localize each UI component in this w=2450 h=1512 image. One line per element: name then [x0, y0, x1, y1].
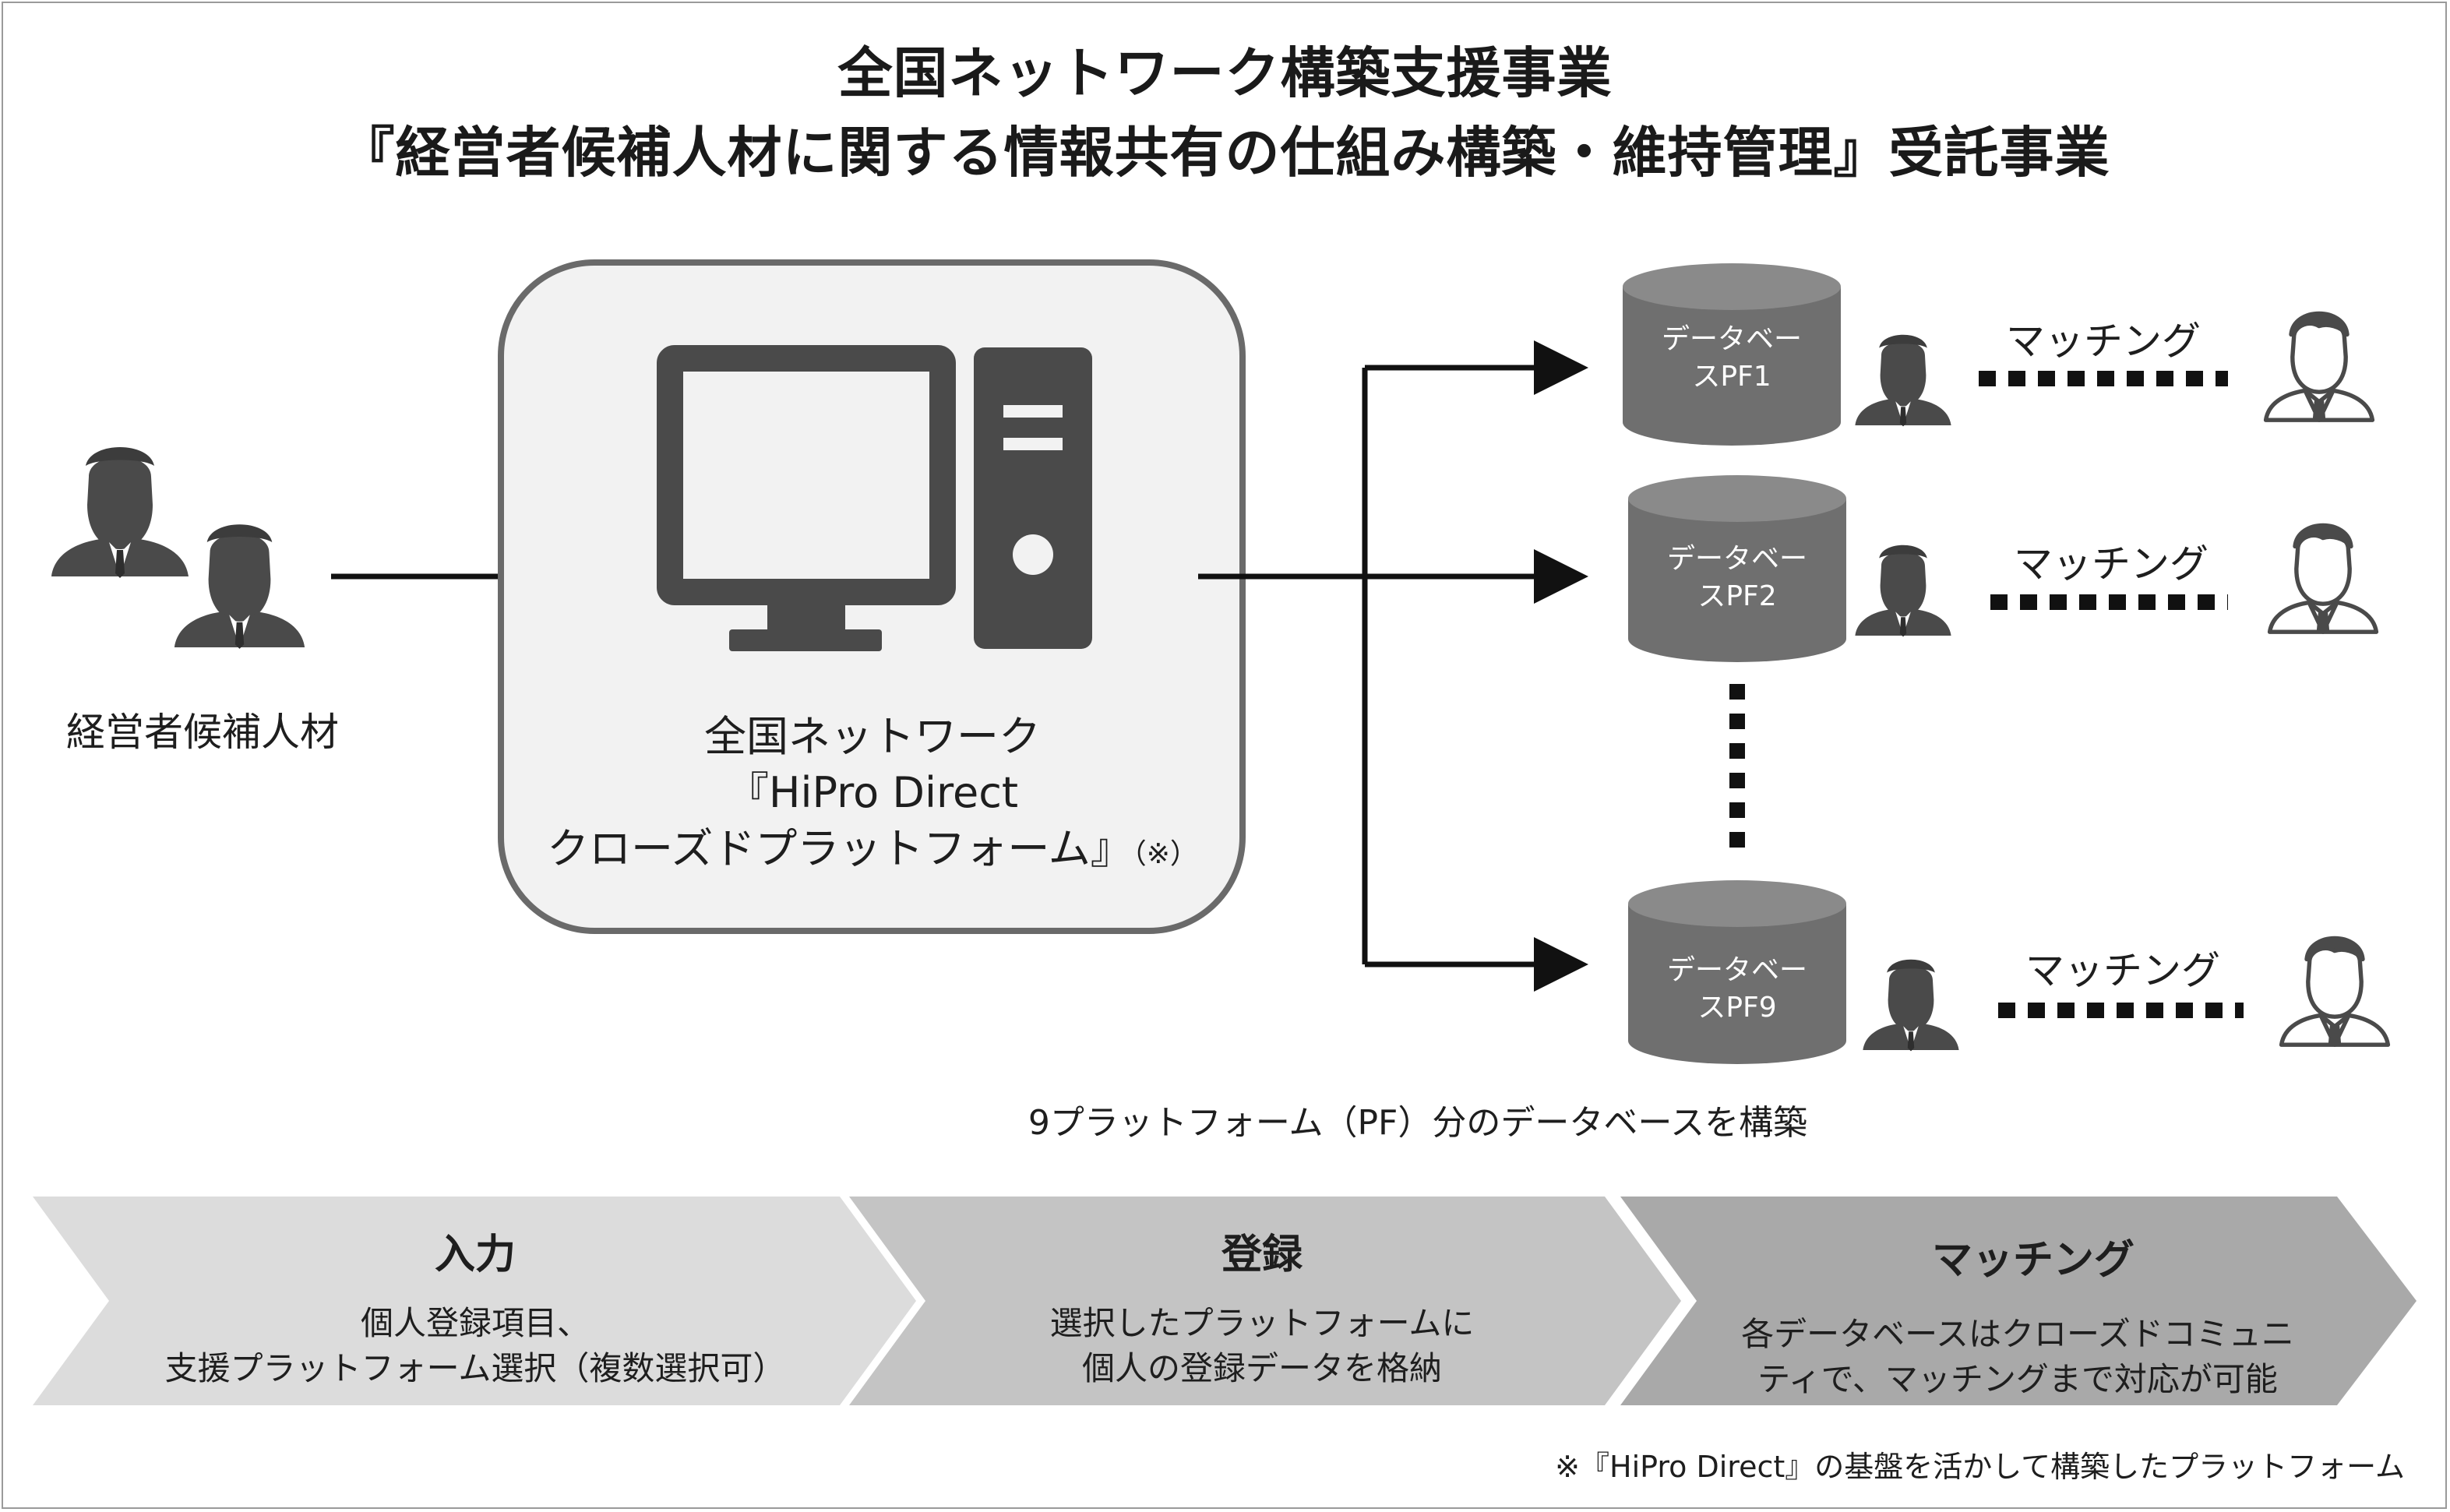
matching-label-pf2: マッチング	[2014, 541, 2209, 587]
candidate-person-icon	[174, 524, 305, 649]
title-line-1: 全国ネットワーク構築支援事業	[837, 41, 1613, 105]
branch-connector	[1198, 340, 1588, 992]
candidate-person-icon	[51, 447, 189, 578]
platform-note-mark: （※）	[1132, 838, 1198, 870]
database-person-icon	[1855, 545, 1951, 637]
step-desc-matching: 各データベースはクローズドコミュニ ティで、マッチングまで対応が可能	[1667, 1312, 2368, 1402]
title-line-2: 『経営者候補人材に関する情報共有の仕組み構築・維持管理』受託事業	[340, 121, 2110, 185]
database-cylinder-pf2	[1628, 475, 1846, 662]
candidate-label: 経営者候補人材	[66, 710, 339, 755]
step-desc-line: 個人の登録データを格納	[1081, 1349, 1442, 1387]
database-label-pf1: データベー スPF1	[1630, 321, 1833, 396]
database-label-line: データベー	[1666, 954, 1807, 986]
database-label-line: スPF1	[1692, 361, 1771, 393]
step-desc-input: 個人登録項目、 支援プラットフォーム選択（複数選択可）	[125, 1301, 826, 1391]
matching-label-pf1: マッチング	[2006, 319, 2201, 364]
platform-label-line-1: 全国ネットワーク	[704, 712, 1041, 761]
platform-label: 全国ネットワーク 『HiPro Direct クローズドプラットフォーム』（※）	[506, 709, 1239, 883]
step-desc-line: 個人登録項目、	[360, 1304, 590, 1342]
database-cylinder-pf9	[1628, 880, 1846, 1064]
step-chevron-register	[849, 1197, 1681, 1405]
database-label-line: スPF9	[1697, 992, 1777, 1024]
step-desc-line: 選択したプラットフォームに	[1049, 1304, 1475, 1342]
step-title-input: 入力	[434, 1232, 516, 1278]
step-title-register: 登録	[1221, 1232, 1303, 1278]
pf-caption: 9プラットフォーム（PF）分のデータベースを構築	[1028, 1103, 1808, 1143]
platform-name: クローズドプラットフォーム』	[547, 824, 1133, 873]
step-chevron-matching	[1620, 1197, 2417, 1405]
database-label-pf9: データベー スPF9	[1636, 952, 1838, 1027]
executive-person-icon	[2266, 313, 2373, 420]
matching-label-pf9: マッチング	[2025, 948, 2220, 993]
step-desc-line: 支援プラットフォーム選択（複数選択可）	[164, 1349, 786, 1387]
database-label-line: データベー	[1661, 323, 1802, 355]
step-desc-line: ティで、マッチングまで対応が可能	[1757, 1360, 2278, 1398]
database-person-icon	[1863, 959, 1959, 1052]
platform-label-line-3: クローズドプラットフォーム』（※）	[506, 821, 1239, 883]
database-person-icon	[1855, 334, 1951, 427]
database-cylinder-pf1	[1623, 263, 1841, 446]
step-desc-register: 選択したプラットフォームに 個人の登録データを格納	[911, 1301, 1613, 1391]
database-label-pf2: データベー スPF2	[1636, 541, 1838, 615]
platform-label-line-2: 『HiPro Direct	[726, 768, 1019, 817]
step-chevron-input	[33, 1197, 916, 1405]
executive-person-icon	[2282, 938, 2388, 1045]
step-title-matching: マッチング	[1931, 1237, 2134, 1284]
database-label-line: スPF2	[1697, 580, 1777, 612]
executive-person-icon	[2270, 525, 2377, 632]
step-desc-line: 各データベースはクローズドコミュニ	[1741, 1315, 2294, 1353]
computer-icon	[657, 345, 1092, 651]
database-label-line: データベー	[1666, 543, 1807, 575]
footnote: ※『HiPro Direct』の基盤を活かして構築したプラットフォーム	[1555, 1450, 2405, 1484]
